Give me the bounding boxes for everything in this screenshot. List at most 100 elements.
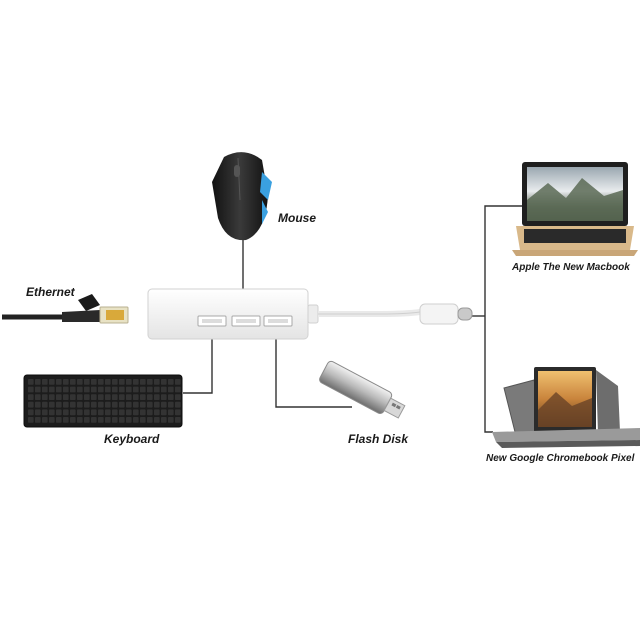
keyboard-key xyxy=(140,417,146,423)
keyboard-key xyxy=(140,409,146,416)
keyboard-key xyxy=(84,417,90,423)
keyboard-key xyxy=(77,417,83,423)
keyboard-key xyxy=(119,401,125,408)
keyboard-key xyxy=(28,417,34,423)
keyboard-key xyxy=(98,417,104,423)
keyboard-key xyxy=(133,379,139,385)
keyboard-key xyxy=(35,417,41,423)
keyboard-key xyxy=(56,401,62,408)
keyboard-key xyxy=(70,409,76,416)
keyboard-key xyxy=(175,386,181,393)
keyboard-key xyxy=(175,417,181,423)
keyboard-key xyxy=(168,379,174,385)
keyboard-key xyxy=(70,379,76,385)
keyboard-key xyxy=(56,386,62,393)
keyboard-key xyxy=(84,401,90,408)
keyboard-key xyxy=(91,379,97,385)
keyboard-key xyxy=(84,379,90,385)
keyboard-key xyxy=(49,394,55,400)
keyboard-key xyxy=(133,386,139,393)
ethernet-label: Ethernet xyxy=(26,285,75,299)
keyboard-key xyxy=(98,394,104,400)
mouse-label: Mouse xyxy=(278,211,317,225)
keyboard-key xyxy=(154,417,160,423)
keyboard-key xyxy=(63,409,69,416)
keyboard-key xyxy=(28,386,34,393)
keyboard-key xyxy=(112,386,118,393)
keyboard-key xyxy=(63,417,69,423)
keyboard-key xyxy=(161,386,167,393)
chromebook-image xyxy=(492,367,640,448)
keyboard-key xyxy=(56,417,62,423)
keyboard-key xyxy=(28,379,34,385)
keyboard-key xyxy=(77,394,83,400)
keyboard-key xyxy=(161,409,167,416)
keyboard-key xyxy=(35,394,41,400)
keyboard-key xyxy=(105,401,111,408)
keyboard-key xyxy=(133,394,139,400)
keyboard-key xyxy=(112,379,118,385)
keyboard-key xyxy=(42,409,48,416)
keyboard-key xyxy=(119,409,125,416)
keyboard-key xyxy=(42,401,48,408)
keyboard-key xyxy=(105,386,111,393)
keyboard-key xyxy=(147,401,153,408)
keyboard-key xyxy=(147,379,153,385)
flash-disk-label: Flash Disk xyxy=(348,432,409,446)
keyboard-key xyxy=(161,401,167,408)
keyboard-key xyxy=(112,401,118,408)
keyboard-key xyxy=(91,386,97,393)
keyboard-key xyxy=(91,409,97,416)
keyboard-key xyxy=(98,401,104,408)
keyboard-key xyxy=(42,417,48,423)
keyboard-key xyxy=(133,401,139,408)
keyboard-key xyxy=(77,379,83,385)
keyboard-key xyxy=(98,386,104,393)
keyboard-key xyxy=(77,409,83,416)
keyboard-connector-line xyxy=(183,338,213,394)
keyboard-key xyxy=(119,417,125,423)
keyboard-key xyxy=(56,409,62,416)
usb-c-cable xyxy=(318,303,473,325)
mouse-image xyxy=(212,152,272,241)
keyboard-key xyxy=(175,394,181,400)
keyboard-key xyxy=(119,386,125,393)
keyboard-key xyxy=(28,401,34,408)
keyboard-key xyxy=(42,379,48,385)
keyboard-key xyxy=(168,409,174,416)
keyboard-key xyxy=(140,379,146,385)
keyboard-key xyxy=(35,386,41,393)
keyboard-key xyxy=(154,394,160,400)
keyboard-key xyxy=(28,409,34,416)
keyboard-key xyxy=(140,401,146,408)
keyboard-key xyxy=(168,386,174,393)
keyboard-key xyxy=(147,386,153,393)
laptop-branch-line xyxy=(484,205,522,433)
keyboard-key xyxy=(70,386,76,393)
keyboard-key xyxy=(147,417,153,423)
keyboard-key xyxy=(154,401,160,408)
keyboard-key xyxy=(98,379,104,385)
keyboard-key xyxy=(49,401,55,408)
keyboard-key xyxy=(105,394,111,400)
flash-connector-line xyxy=(275,338,352,408)
keyboard-key xyxy=(140,386,146,393)
keyboard-key xyxy=(63,386,69,393)
keyboard-key xyxy=(154,386,160,393)
keyboard-key xyxy=(84,386,90,393)
keyboard-key xyxy=(63,379,69,385)
keyboard-key xyxy=(126,417,132,423)
keyboard-key xyxy=(49,386,55,393)
keyboard-key xyxy=(126,379,132,385)
keyboard-key xyxy=(175,409,181,416)
keyboard-key xyxy=(147,394,153,400)
keyboard-label: Keyboard xyxy=(104,432,160,446)
keyboard-key xyxy=(84,409,90,416)
keyboard-key xyxy=(147,409,153,416)
keyboard-key xyxy=(168,401,174,408)
keyboard-key xyxy=(35,379,41,385)
keyboard-key xyxy=(84,394,90,400)
keyboard-key xyxy=(133,417,139,423)
macbook-image xyxy=(512,162,638,256)
